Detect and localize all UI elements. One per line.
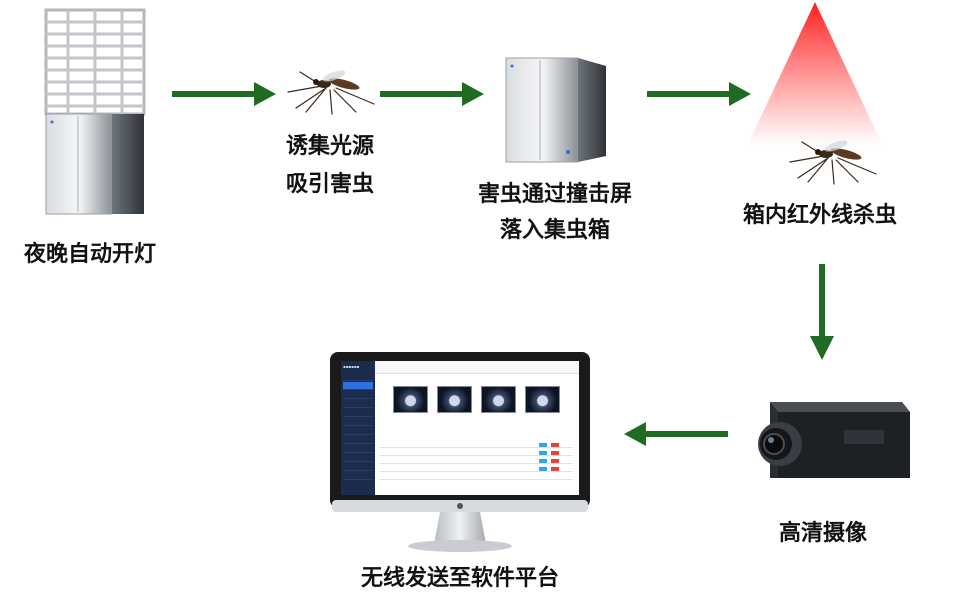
trap-device-icon <box>44 8 146 215</box>
step-label-camera: 高清摄像 <box>778 521 867 546</box>
step-label-fall-line2: 落入集虫箱 <box>499 218 610 243</box>
screen-thumbnail <box>525 386 560 413</box>
collection-box-icon <box>505 57 606 163</box>
hd-camera-icon <box>758 402 910 478</box>
screen-thumbnail <box>437 386 472 413</box>
step-label-infrared-kill: 箱内红外线杀虫 <box>742 203 897 228</box>
mosquito-icon <box>789 140 877 185</box>
mosquito-icon <box>287 70 375 115</box>
arrow-left-icon <box>624 422 728 446</box>
arrow-right-icon <box>647 82 751 106</box>
screen-thumbnail <box>481 386 516 413</box>
software-screen: ▪▪▪▪▪▪ <box>341 361 579 495</box>
step-label-night-light: 夜晚自动开灯 <box>23 242 156 267</box>
screen-thumbnail <box>393 386 428 413</box>
step-label-lure-line2: 吸引害虫 <box>285 172 374 197</box>
screen-sidebar-title: ▪▪▪▪▪▪ <box>343 364 360 369</box>
screen-toolbar <box>375 361 579 374</box>
step-label-fall-line1: 害虫通过撞击屏 <box>477 182 632 207</box>
arrow-right-icon <box>380 82 484 106</box>
infrared-beam-icon <box>747 2 883 146</box>
step-label-upload: 无线发送至软件平台 <box>360 566 559 591</box>
step-label-lure-line1: 诱集光源 <box>285 134 374 159</box>
arrow-down-icon <box>810 264 834 360</box>
screen-sidebar: ▪▪▪▪▪▪ <box>341 361 375 495</box>
arrow-right-icon <box>172 82 276 106</box>
